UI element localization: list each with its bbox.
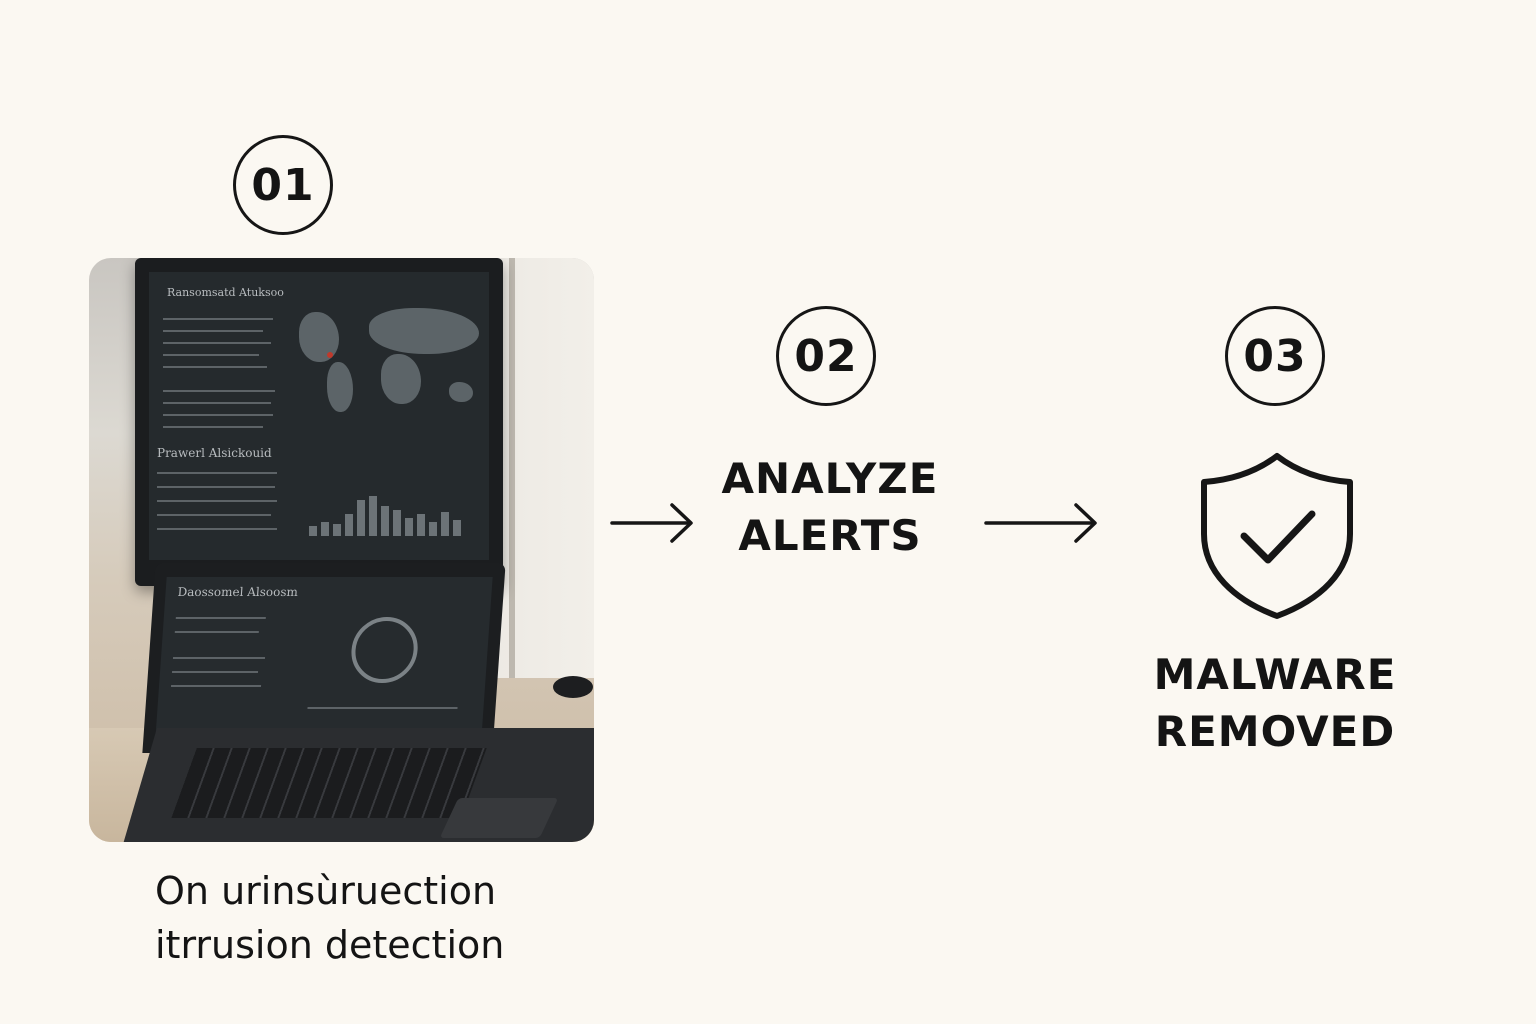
step-3-label: MALWARE REMOVED (1140, 646, 1410, 760)
world-map-americas (299, 312, 339, 362)
step-2-label-line-1: ANALYZE (721, 454, 939, 503)
mouse (553, 676, 593, 698)
monitor-panel-title: Prawerl Alsickouid (157, 446, 272, 460)
step-2-number: 02 (794, 330, 858, 382)
arrow-right-icon (984, 503, 1097, 543)
step-3-label-line-1: MALWARE (1153, 650, 1397, 699)
step-1-number-badge: 01 (233, 135, 333, 235)
intrusion-detection-photo: Ransomsatd Atuksoo Prawerl Alsickouid (89, 258, 594, 842)
step-1-number: 01 (251, 159, 315, 211)
window-frame-mid (509, 258, 515, 678)
step-3-label-line-2: REMOVED (1154, 707, 1396, 756)
monitor-screen: Ransomsatd Atuksoo Prawerl Alsickouid (149, 272, 489, 560)
monitor: Ransomsatd Atuksoo Prawerl Alsickouid (135, 258, 503, 586)
arrow-right-icon (610, 503, 693, 543)
step-2-label-line-2: ALERTS (738, 511, 922, 560)
world-map-eurasia (369, 308, 479, 354)
laptop-screen: Daossomel Alsoosm (142, 563, 506, 753)
keyboard (171, 748, 487, 818)
step-2-label: ANALYZE ALERTS (700, 450, 960, 564)
alert-marker (327, 352, 333, 358)
shield-check-icon (1201, 453, 1353, 619)
monitor-dashboard-title: Ransomsatd Atuksoo (167, 286, 284, 299)
bar-chart-mini (309, 490, 469, 536)
trackpad (439, 798, 559, 838)
laptop-dashboard-title: Daossomel Alsoosm (177, 585, 299, 599)
step-2-number-badge: 02 (776, 306, 876, 406)
step-3-number-badge: 03 (1225, 306, 1325, 406)
step-1-caption-line-2: itrrusion detection (155, 923, 505, 967)
step-3-number: 03 (1243, 330, 1307, 382)
laptop-gauge-ring (349, 617, 420, 683)
step-1-caption-line-1: On urinsùruection (155, 869, 497, 913)
